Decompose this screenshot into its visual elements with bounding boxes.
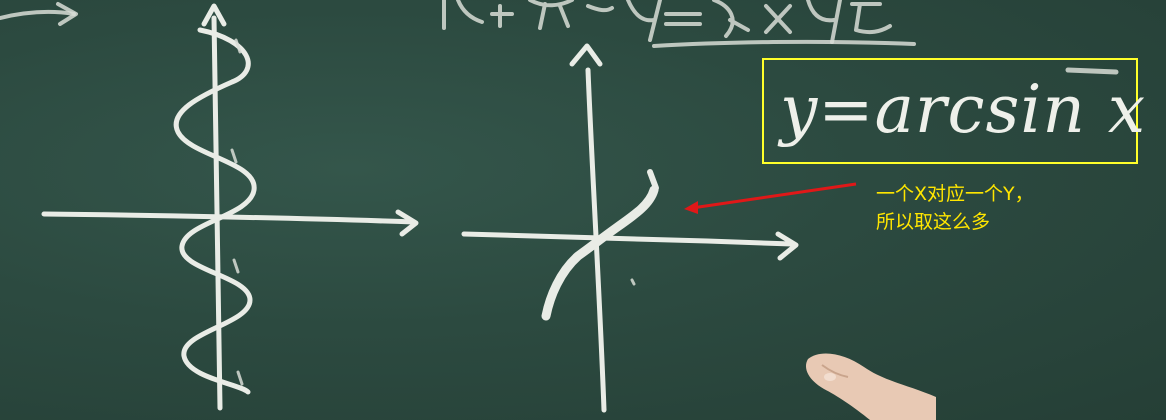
chalk-dash [1065, 67, 1119, 75]
annotation-arrow [684, 182, 857, 214]
middle-y-axis [585, 67, 607, 413]
annotation-line-1: 一个X对应一个Y， [876, 183, 1034, 205]
left-sine-curve [173, 27, 257, 395]
formula-highlight-box [762, 58, 1138, 164]
handwritten-heading-partial [442, 0, 916, 48]
left-x-arrowhead [395, 209, 419, 237]
formula-arcsin: y=arcsin x [780, 71, 1147, 148]
middle-y-arrowhead [569, 43, 603, 67]
middle-x-arrowhead [775, 231, 799, 261]
annotation-line-2: 所以取这么多 [876, 211, 991, 233]
left-y-arrowhead [201, 3, 227, 27]
left-graph [41, 3, 419, 411]
middle-x-axis [461, 231, 795, 247]
partial-arrow-top-left [0, 2, 78, 26]
arcsin-curve [541, 185, 659, 321]
teacher-hand [805, 353, 936, 420]
annotation-text: 一个X对应一个Y， 所以取这么多 [876, 180, 1126, 236]
middle-graph [461, 43, 799, 413]
left-y-axis [211, 15, 223, 411]
